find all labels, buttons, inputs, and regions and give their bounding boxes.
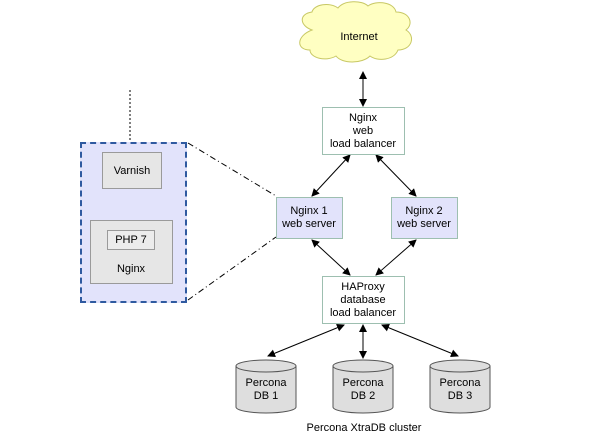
nginx2-label: Nginx 2 web server: [397, 205, 451, 230]
php7-box: [107, 230, 155, 250]
zoom-line-bottom: [187, 236, 277, 301]
arrow-haproxy-db3: [381, 323, 459, 358]
db3-label: Percona DB 3: [439, 377, 481, 402]
php7-label: PHP 7: [115, 234, 147, 246]
cluster-caption: Percona XtraDB cluster: [306, 422, 422, 434]
db-cylinder-2: [332, 359, 394, 414]
nginx-load-balancer: [322, 107, 405, 155]
internet-label: Internet: [340, 31, 378, 43]
arrow-lb-nginx1: [311, 154, 351, 197]
nginx1-label: Nginx 1 web server: [282, 205, 336, 230]
db2-label: Percona DB 2: [342, 377, 384, 402]
db1-label: Percona DB 1: [245, 377, 287, 402]
nginx1-web-server: [276, 197, 343, 239]
nginx2-web-server: [391, 197, 458, 239]
nginx-detail-label: Nginx: [116, 263, 146, 275]
nginx-load-balancer-label: Nginx web load balancer: [329, 112, 397, 150]
internet-cloud: [299, 1, 413, 63]
db-cylinder-3: [429, 359, 491, 414]
haproxy-label: HAProxy database load balancer: [329, 281, 397, 319]
arrow-lb-nginx2: [375, 154, 417, 197]
zoom-line-top: [187, 142, 277, 197]
arrow-haproxy-db1: [267, 323, 345, 358]
arrow-nginx1-haproxy: [311, 239, 351, 276]
haproxy-load-balancer: [322, 276, 405, 324]
varnish-label: Varnish: [113, 165, 151, 177]
arrow-nginx2-haproxy: [375, 239, 417, 276]
varnish-box: [102, 152, 162, 189]
db-cylinder-1: [235, 359, 297, 414]
